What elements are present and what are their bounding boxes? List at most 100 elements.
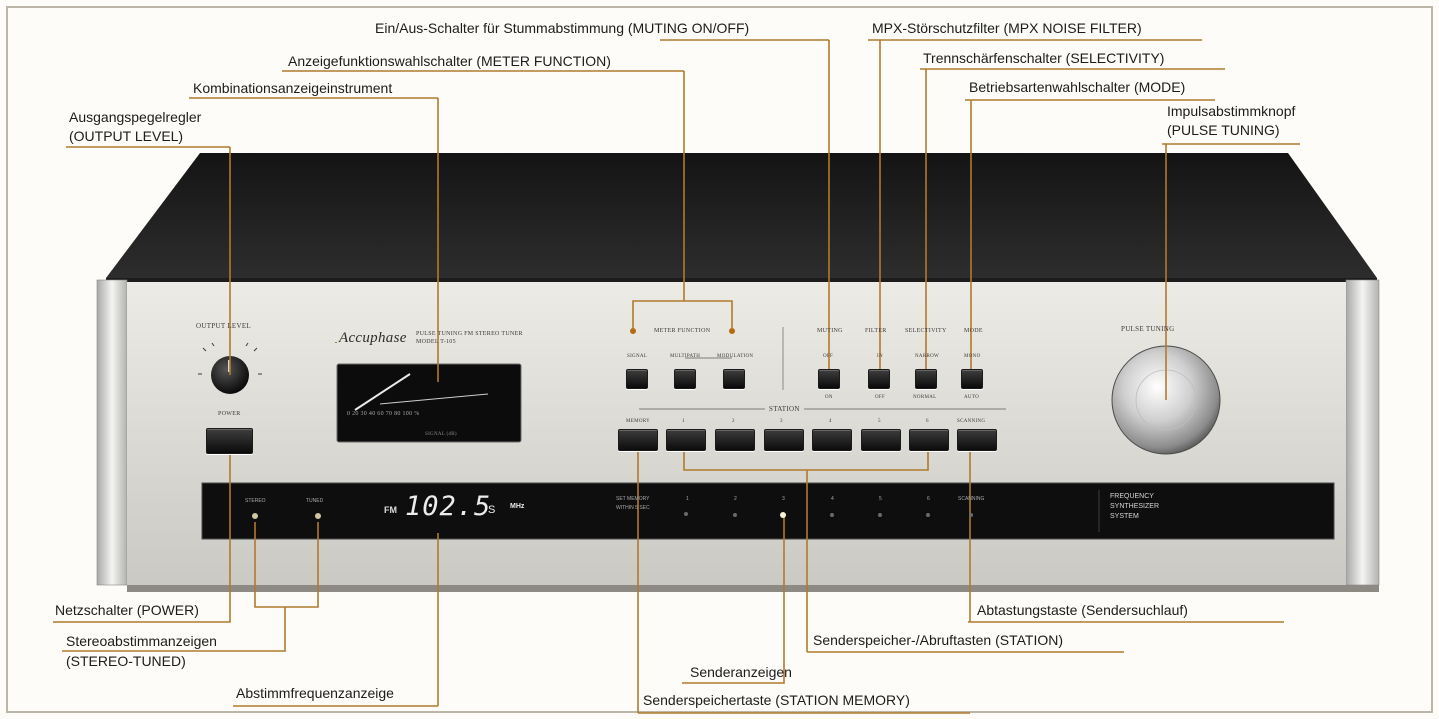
mode-auto-label: AUTO	[964, 395, 979, 400]
fss-line-2: SYNTHESIZER	[1110, 503, 1160, 510]
display-tuned-label: TUNED	[306, 498, 324, 504]
scanning-indicator	[969, 513, 973, 517]
pulse-tuning-label: PULSE TUNING	[1121, 325, 1175, 333]
muting-switch[interactable]	[818, 369, 840, 389]
display-frequency: 102.5	[405, 491, 492, 522]
stereo-indicator	[252, 513, 258, 519]
callout-station-indicators: Senderanzeigen	[690, 664, 792, 680]
display-station-4: 4	[831, 496, 834, 502]
meter-function-label: METER FUNCTION	[654, 328, 711, 334]
filter-in-label: IN	[877, 354, 883, 359]
top-cover	[106, 153, 1377, 278]
station-button-5[interactable]	[861, 429, 901, 451]
station-button-4[interactable]	[812, 429, 852, 451]
right-side-handle	[1345, 279, 1380, 586]
meter-signal-label: SIGNAL	[627, 354, 648, 359]
station-key-label-3: 3	[780, 419, 783, 424]
panel-output-level-label: OUTPUT LEVEL	[196, 322, 251, 330]
station-indicator-2	[733, 513, 737, 517]
display-station-2: 2	[734, 496, 737, 502]
station-indicator-5	[878, 513, 882, 517]
callout-selectivity: Trennschärfenschalter (SELECTIVITY)	[923, 50, 1165, 66]
selectivity-normal-label: NORMAL	[913, 395, 937, 400]
leader-meter-bracket	[632, 300, 733, 328]
meter-multipath-button[interactable]	[674, 369, 696, 389]
display-stereo-label: STEREO	[245, 498, 266, 504]
display-unit: MHz	[510, 503, 525, 510]
display-scanning-label: SCANNING	[958, 496, 985, 502]
callout-stereo-tuned-2: (STEREO-TUNED)	[66, 653, 186, 669]
brand-logo: Accuphase	[339, 330, 407, 346]
callout-tuning-display: Abstimmfrequenzanzeige	[236, 685, 394, 701]
station-memory-button[interactable]	[618, 429, 658, 451]
diagram-frame	[6, 6, 1433, 713]
panel-power-label: POWER	[218, 411, 241, 417]
left-side-handle	[96, 279, 128, 586]
leader-stereo-tuned-drop	[62, 607, 286, 652]
callout-pulse-tuning-2: (PULSE TUNING)	[1167, 122, 1280, 138]
selectivity-label: SELECTIVITY	[905, 328, 947, 334]
model-line-1: PULSE TUNING FM STEREO TUNER	[416, 331, 523, 337]
station-memory-label: MEMORY	[626, 419, 651, 424]
station-key-label-6: 6	[926, 419, 929, 424]
leader-station-indicators	[682, 516, 785, 684]
station-button-1[interactable]	[666, 429, 706, 451]
callout-mode: Betriebsartenwahlschalter (MODE)	[969, 79, 1186, 95]
tuned-indicator	[315, 513, 321, 519]
display-station-3: 3	[782, 496, 785, 502]
callout-station-memory: Senderspeichertaste (STATION MEMORY)	[643, 692, 910, 708]
filter-switch[interactable]	[868, 369, 890, 389]
callout-combination-meter: Kombinationsanzeigeinstrument	[193, 80, 393, 96]
callout-mpx-noise-filter: MPX-Störschutzfilter (MPX NOISE FILTER)	[872, 20, 1142, 36]
muting-label: MUTING	[817, 328, 843, 334]
leader-power	[53, 445, 231, 623]
leader-station-keys-bracket	[683, 450, 929, 471]
callout-station-keys: Senderspeicher-/Abruftasten (STATION)	[813, 632, 1064, 648]
station-key-label-5: 5	[878, 419, 881, 424]
meter-signal-button[interactable]	[626, 369, 648, 389]
scanning-label: SCANNING	[957, 419, 986, 424]
station-button-6[interactable]	[909, 429, 949, 451]
mode-mono-label: MONO	[964, 354, 981, 359]
filter-label: FILTER	[865, 328, 887, 334]
fss-line-1: FREQUENCY	[1110, 493, 1154, 500]
callout-stereo-tuned-1: Stereoabstimmanzeigen	[66, 633, 217, 649]
meter-caption: SIGNAL (dB)	[425, 432, 457, 437]
display-frequency-suffix: S	[488, 504, 496, 516]
callout-muting: Ein/Aus-Schalter für Stummabstimmung (MU…	[375, 20, 750, 36]
display-station-6: 6	[927, 496, 930, 502]
display-set-memory-1: SET MEMORY	[616, 496, 650, 502]
scanning-button[interactable]	[957, 429, 997, 451]
station-label: STATION	[765, 405, 804, 413]
callout-output-level-2: (OUTPUT LEVEL)	[69, 128, 184, 144]
meter-modulation-label: MODULATION	[717, 354, 754, 359]
display-fm-label: FM	[384, 505, 397, 515]
callout-scanning: Abtastungstaste (Sendersuchlauf)	[977, 602, 1188, 618]
model-line-2: MODEL T-105	[416, 339, 456, 345]
meter-modulation-button[interactable]	[723, 369, 745, 389]
callout-power: Netzschalter (POWER)	[55, 602, 199, 618]
display-window	[201, 482, 1335, 540]
display-station-1: 1	[686, 496, 689, 502]
muting-on-label: ON	[825, 395, 833, 400]
station-indicator-4	[830, 513, 834, 517]
selectivity-switch[interactable]	[915, 369, 937, 389]
station-indicator-3	[780, 512, 786, 518]
meter-scale: 0 20 30 40 60 70 80 100 %	[347, 411, 420, 417]
meter-multipath-label: MULTIPATH	[670, 354, 701, 359]
station-key-label-2: 2	[732, 419, 735, 424]
station-key-label-1: 1	[682, 419, 685, 424]
muting-off-label: OFF	[823, 354, 834, 359]
station-button-2[interactable]	[715, 429, 755, 451]
callout-meter-function: Anzeigefunktionswahlschalter (METER FUNC…	[288, 53, 611, 69]
station-button-3[interactable]	[764, 429, 804, 451]
station-indicator-1	[684, 512, 688, 516]
filter-off-label: OFF	[875, 395, 886, 400]
meter-window	[336, 363, 522, 443]
selectivity-narrow-label: NARROW	[915, 354, 940, 359]
display-set-memory-2: WITHIN 5 SEC	[616, 505, 650, 511]
power-switch[interactable]	[206, 428, 253, 454]
station-key-label-4: 4	[829, 419, 832, 424]
mode-switch[interactable]	[961, 369, 983, 389]
